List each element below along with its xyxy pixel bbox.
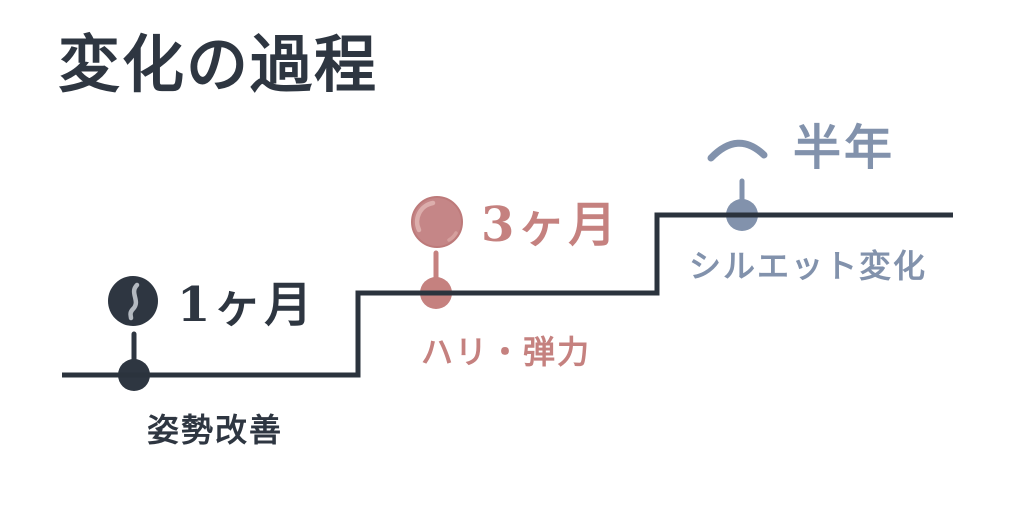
staircase-timeline-line: [62, 212, 953, 378]
posture-spine-icon: [108, 276, 158, 326]
step3-label: シルエット変化: [689, 248, 928, 284]
step2-label: ハリ・弾力: [421, 334, 592, 370]
elasticity-ball-icon: [411, 196, 463, 248]
page-title: 変化の過程: [58, 31, 379, 100]
silhouette-arc-icon: [707, 139, 768, 162]
step2-duration: 3ヶ月: [481, 197, 620, 253]
step1-label: 姿勢改善: [147, 412, 284, 448]
step3-duration: 半年: [793, 120, 896, 176]
step1-duration: 1ヶ月: [177, 277, 316, 333]
